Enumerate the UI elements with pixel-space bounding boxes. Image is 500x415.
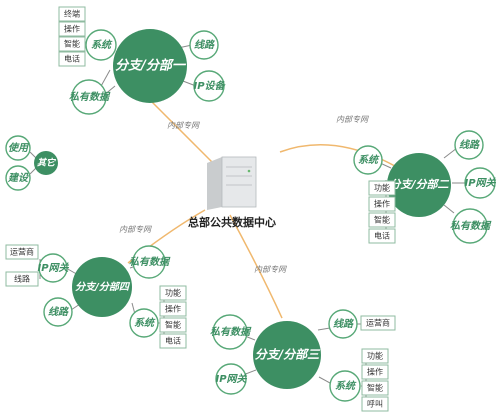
branch-4: 分支/分部四 IP网关 私有数据 线路 系统 运营商 线路 功能 操作 智能 电… xyxy=(5,244,187,349)
other-sat-use xyxy=(5,135,31,161)
branch-3-sat-line xyxy=(328,309,358,339)
branch-4-left-box-2 xyxy=(5,271,39,287)
branch-3-sat-data-label: 私有数据 xyxy=(210,326,252,338)
link-branch-3 xyxy=(229,214,283,319)
branch-1-box-2 xyxy=(58,21,86,37)
other-sat-build xyxy=(5,165,31,191)
branch-1-hub-label: 分支/分部一 xyxy=(115,58,187,74)
branch-1-box-4 xyxy=(58,51,86,67)
branch-3-box-2-label: 操作 xyxy=(367,367,383,377)
branch-4-sat-data xyxy=(132,245,166,279)
branch-3-sat-system xyxy=(329,370,361,402)
branch-3-sat-ip-label: IP网关 xyxy=(215,373,247,385)
other-sat-build-label: 建设 xyxy=(7,172,30,184)
link-label-4: 内部专网 xyxy=(119,225,152,234)
other-hub xyxy=(34,151,58,175)
branch-2-box-1 xyxy=(368,180,396,196)
branch-3-box-3-label: 智能 xyxy=(367,383,383,393)
branch-4-sat-system xyxy=(129,308,159,338)
branch-2-sat-ip-label: IP网关 xyxy=(464,177,496,189)
link-label-1: 内部专网 xyxy=(167,121,200,130)
branch-4-sat-ip-label: IP网关 xyxy=(37,262,69,274)
branch-1-sat-system-label: 系统 xyxy=(91,39,113,51)
branch-4-box-2-label: 操作 xyxy=(165,304,181,314)
branch-2-box-4 xyxy=(368,228,396,244)
branch-4-left-box-1-label: 运营商 xyxy=(10,247,34,257)
branch-1-box-3-label: 智能 xyxy=(64,39,80,49)
branch-2-sat-ip xyxy=(464,167,496,199)
branch-1-sat-data xyxy=(71,79,107,115)
other-hub-label: 其它 xyxy=(37,158,57,169)
branch-4-sat-system-label: 系统 xyxy=(134,317,156,329)
branch-2-box-1-label: 功能 xyxy=(374,183,390,193)
branch-3: 分支/分部三 私有数据 IP网关 系统 线路 运营商 功能 操作 智能 呼叫 xyxy=(210,309,396,412)
branch-2-sat-line-label: 线路 xyxy=(459,139,480,151)
branch-3-box-3 xyxy=(361,380,389,396)
branch-1-box-2-label: 操作 xyxy=(64,24,80,34)
branch-4-sat-ip xyxy=(38,253,68,283)
branch-4-box-3 xyxy=(159,317,187,333)
branch-1-sat-system xyxy=(85,29,117,61)
branch-2-hub-label: 分支/分部二 xyxy=(389,178,449,191)
branch-1-sat-line xyxy=(189,30,219,60)
branch-3-sat-data xyxy=(212,314,248,350)
branch-4-box-1 xyxy=(159,285,187,301)
branch-3-box-4 xyxy=(361,396,389,412)
branch-4-box-4 xyxy=(159,333,187,349)
link-branch-1 xyxy=(149,99,216,166)
branch-2-box-3 xyxy=(368,212,396,228)
branch-2-sat-line xyxy=(454,130,484,160)
branch-3-sat-system-label: 系统 xyxy=(335,380,357,392)
link-label-3: 内部专网 xyxy=(254,265,287,274)
branch-1-box-1-label: 终端 xyxy=(64,9,80,19)
branch-2-sat-system xyxy=(353,145,383,175)
branch-2-box-2-label: 操作 xyxy=(374,199,390,209)
branch-2-box-3-label: 智能 xyxy=(374,215,390,225)
branch-1-sat-ip-label: IP设备 xyxy=(193,80,226,92)
branch-4-sat-data-label: 私有数据 xyxy=(129,256,171,268)
branch-3-hub-label: 分支/分部三 xyxy=(255,348,321,362)
branch-2-sat-data xyxy=(452,208,488,244)
branch-4-sat-line-label: 线路 xyxy=(48,306,69,318)
center-label: 总部公共数据中心 xyxy=(188,215,276,229)
branch-1-hub xyxy=(113,29,187,103)
branch-3-box-1 xyxy=(361,348,389,364)
branch-3-line-box-label: 运营商 xyxy=(366,318,390,328)
branch-4-box-2 xyxy=(159,301,187,317)
branch-2-hub xyxy=(387,153,451,217)
branch-1-box-1 xyxy=(58,6,86,22)
branch-2-box-2 xyxy=(368,196,396,212)
branch-4-box-4-label: 电话 xyxy=(165,336,181,346)
branch-2-box-4-label: 电话 xyxy=(374,231,390,241)
branch-1-sat-ip xyxy=(193,70,225,102)
other-group: 其它 使用 建设 xyxy=(5,135,58,191)
other-sat-use-label: 使用 xyxy=(8,142,30,154)
branch-4-left-box-1 xyxy=(5,244,39,260)
branch-4-sat-line xyxy=(43,297,73,327)
branch-4-left-box-2-label: 线路 xyxy=(14,274,30,284)
branch-3-sat-line-label: 线路 xyxy=(333,318,354,330)
server-icon xyxy=(207,156,257,210)
branch-2-sat-system-label: 系统 xyxy=(358,154,380,166)
branch-1-sat-line-label: 线路 xyxy=(194,39,215,51)
branch-1-box-3 xyxy=(58,36,86,52)
branch-3-box-4-label: 呼叫 xyxy=(367,399,383,409)
branch-4-box-3-label: 智能 xyxy=(165,320,181,330)
branch-3-box-1-label: 功能 xyxy=(367,351,383,361)
branch-4-box-1-label: 功能 xyxy=(165,288,181,298)
branch-2: 分支/分部二 系统 线路 IP网关 私有数据 功能 操作 智能 电话 xyxy=(353,130,497,244)
branch-3-sat-ip xyxy=(215,363,247,395)
branch-3-hub xyxy=(253,321,321,389)
branch-3-box-2 xyxy=(361,364,389,380)
link-label-2: 内部专网 xyxy=(336,115,369,124)
branch-1-box-4-label: 电话 xyxy=(64,54,80,64)
branch-4-hub-label: 分支/分部四 xyxy=(75,281,131,293)
branch-1-sat-data-label: 私有数据 xyxy=(69,91,111,103)
branch-1: 系统 线路 IP设备 私有数据 分支/分部一 终端 操作 智能 电话 xyxy=(58,6,227,115)
branch-3-line-box xyxy=(360,315,396,331)
branch-4-hub xyxy=(72,257,132,317)
branch-2-sat-data-label: 私有数据 xyxy=(450,220,492,232)
